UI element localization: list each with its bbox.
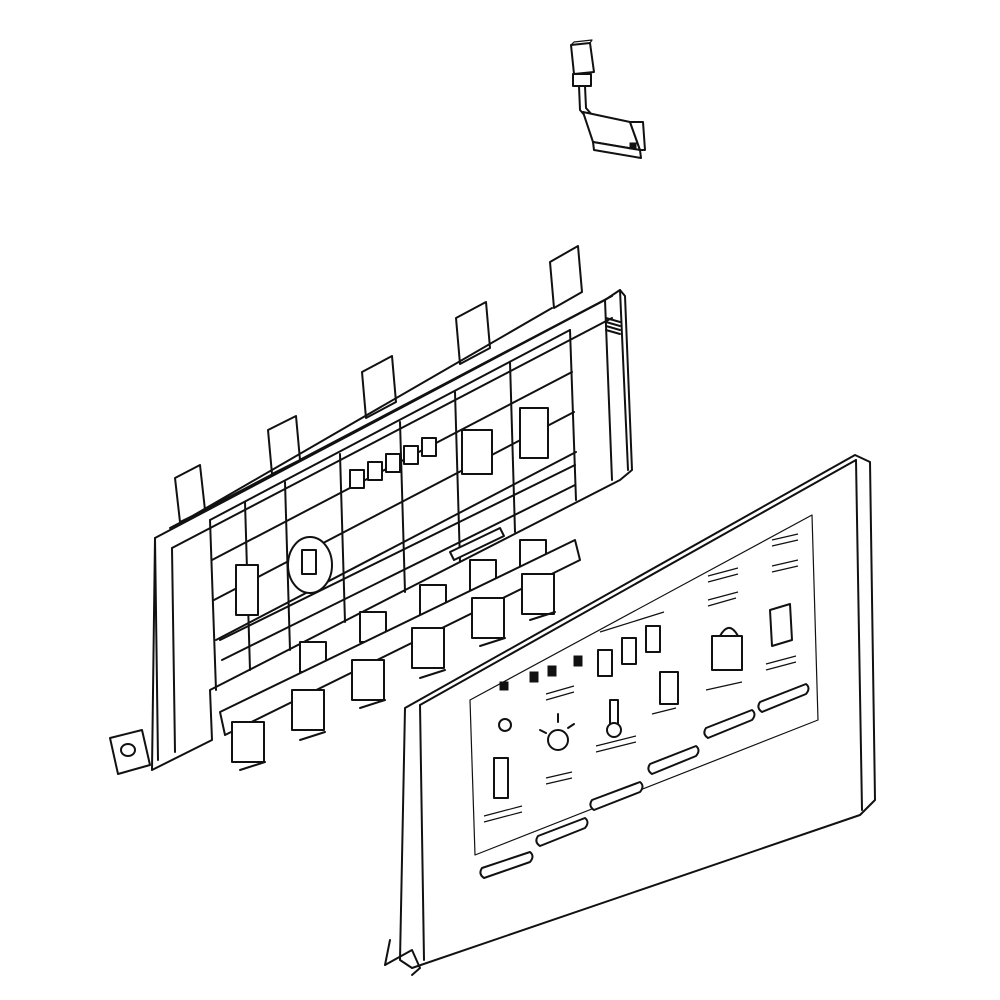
housing-top-tabs (174, 245, 583, 523)
button-2 (535, 817, 589, 847)
touch-buttons (479, 683, 810, 879)
button-5 (703, 709, 756, 739)
panel-printed-text (483, 533, 799, 823)
wire-harness-connector (570, 39, 646, 159)
thermometer-icon (606, 699, 622, 738)
housing-button-clips-lower (219, 539, 581, 771)
button-4 (647, 745, 700, 775)
button-3 (589, 781, 644, 811)
alarm-icon (493, 757, 509, 799)
control-board-housing (109, 245, 633, 775)
button-6 (757, 683, 810, 713)
housing-compartments (209, 329, 577, 691)
dispenser-control-panel (384, 454, 876, 976)
housing-button-clips-upper (219, 464, 576, 673)
slim-icon (659, 671, 679, 705)
light-bulb-icon (539, 713, 575, 751)
water-filter-icon (769, 603, 793, 647)
lock-icon (711, 627, 743, 671)
button-1 (479, 851, 534, 879)
temperature-display (597, 625, 661, 677)
